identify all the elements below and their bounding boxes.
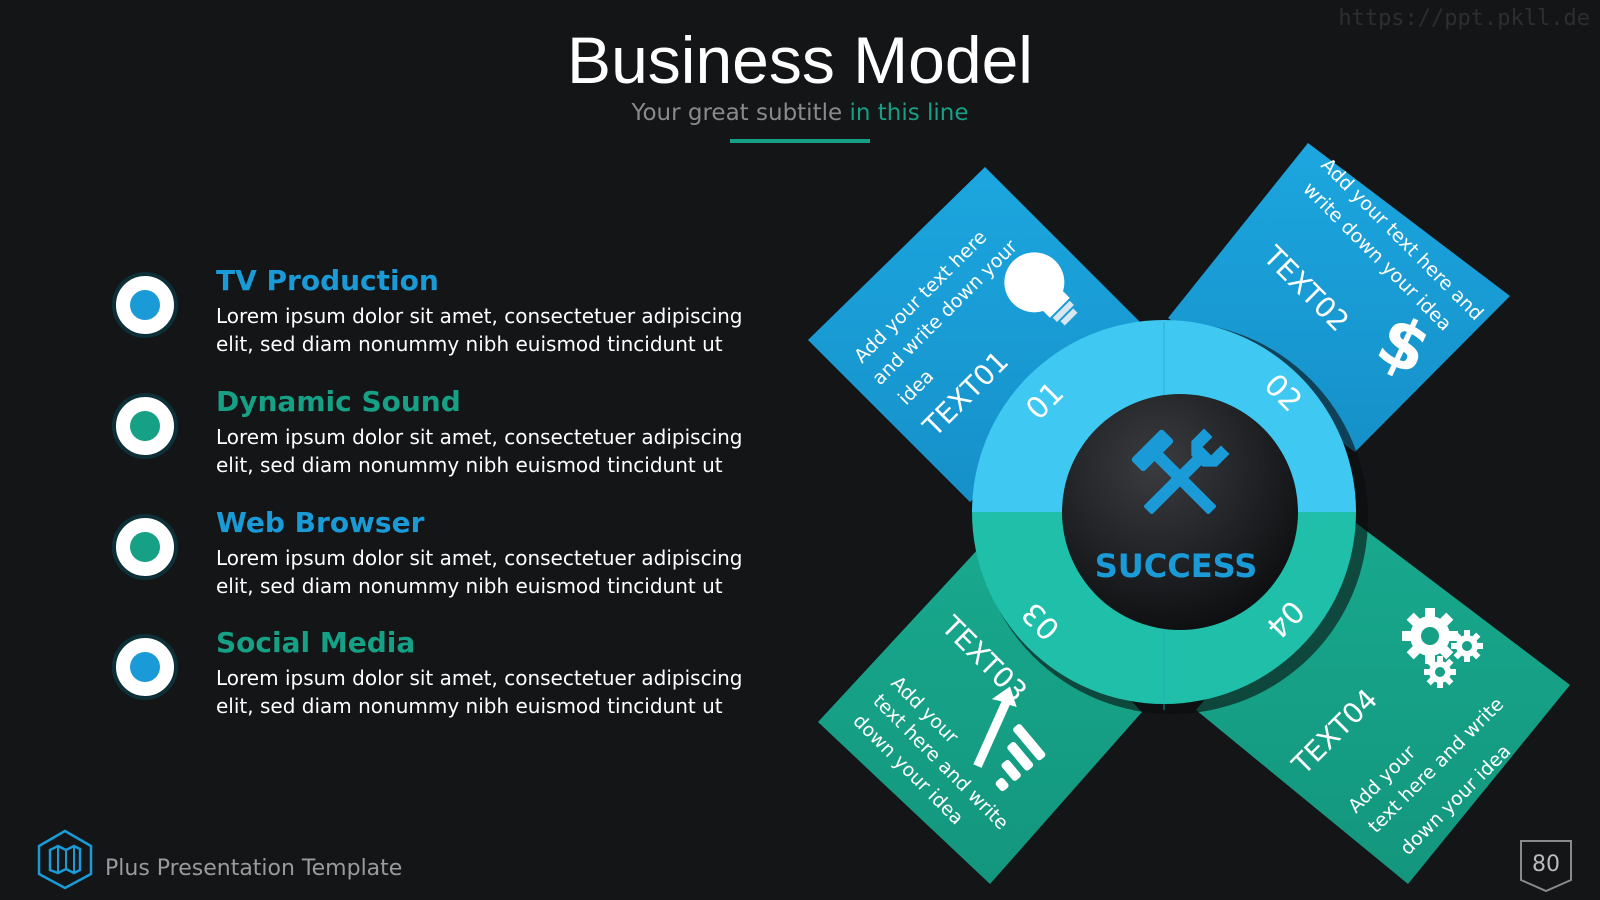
hammer-wrench-icon	[1131, 428, 1230, 514]
center-label: SUCCESS	[1095, 547, 1258, 585]
subtitle-plain: Your great subtitle	[631, 100, 850, 126]
list-item-text: Lorem ipsum dolor sit amet, consectetuer…	[216, 304, 743, 356]
page-subtitle: Your great subtitle in this line	[0, 100, 1600, 126]
list-item-title: Dynamic Sound	[216, 385, 461, 418]
center-disc	[1062, 394, 1298, 630]
page-number-badge	[1520, 840, 1572, 893]
map-icon	[37, 829, 93, 890]
lightbulb-icon	[1004, 252, 1078, 326]
list-item-text: Lorem ipsum dolor sit amet, consectetuer…	[216, 425, 743, 477]
list-item-dynamic-sound: Dynamic Sound Lorem ipsum dolor sit amet…	[112, 385, 752, 495]
list-item-tv-production: TV Production Lorem ipsum dolor sit amet…	[112, 264, 752, 374]
page-title: Business Model	[567, 23, 1033, 97]
segment-card-01	[808, 167, 1145, 502]
bullet-dot	[130, 532, 160, 562]
bullet-circle-icon	[112, 272, 178, 338]
bullet-dot	[130, 652, 160, 682]
list-item-title: Web Browser	[216, 506, 425, 539]
bullet-circle-icon	[112, 514, 178, 580]
list-item-text: Lorem ipsum dolor sit amet, consectetuer…	[216, 546, 743, 598]
list-item-social-media: Social Media Lorem ipsum dolor sit amet,…	[112, 626, 752, 736]
bullet-circle-icon	[112, 634, 178, 700]
list-item-text: Lorem ipsum dolor sit amet, consectetuer…	[216, 666, 743, 718]
watermark: https://ppt.pkll.de	[1338, 6, 1590, 31]
footer-brand: Plus Presentation Template	[105, 856, 403, 881]
list-item-title: TV Production	[216, 264, 439, 297]
list-item-title: Social Media	[216, 626, 416, 659]
bullet-dot	[130, 411, 160, 441]
page-number: 80	[1532, 852, 1560, 877]
title-underline	[730, 139, 870, 143]
growth-chart-icon	[973, 686, 1046, 792]
gears-icon	[1402, 608, 1483, 688]
bullet-dot	[130, 290, 160, 320]
list-item-web-browser: Web Browser Lorem ipsum dolor sit amet, …	[112, 506, 752, 616]
subtitle-accent: in this line	[849, 100, 969, 126]
bullet-circle-icon	[112, 393, 178, 459]
